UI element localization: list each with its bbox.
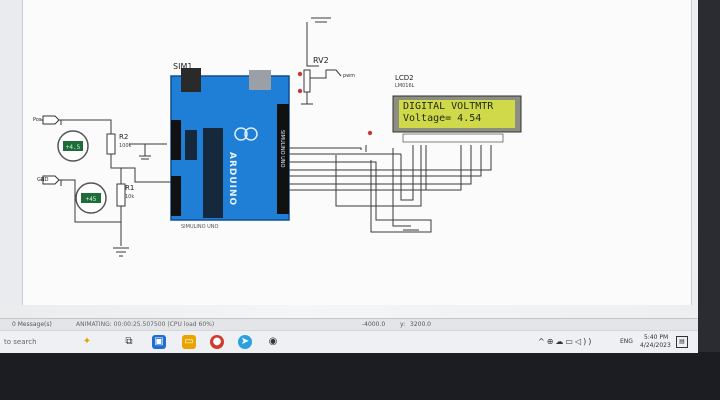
pin-dot: [297, 88, 303, 94]
voltmeter-1[interactable]: +4.5: [57, 130, 89, 162]
status-bar: 0 Message(s) ANIMATING: 00:00:25.507500 …: [0, 318, 698, 331]
schematic-canvas[interactable]: +4.5 +45: [22, 0, 692, 305]
camera-icon[interactable]: ◉: [268, 336, 278, 347]
notification-icon[interactable]: ▤: [676, 336, 688, 348]
ground-symbol-top: [311, 17, 331, 23]
resistor-r2-value: 100k: [119, 143, 132, 149]
language-indicator[interactable]: ENG: [620, 338, 633, 345]
pot-ref-label: RV2: [313, 56, 329, 65]
lcd-module[interactable]: [392, 95, 522, 143]
cursor-y: 3200.0: [410, 321, 431, 328]
task-view-icon[interactable]: ⧉: [125, 336, 133, 347]
lcd-line-1: DIGITAL VOLTMTR: [403, 101, 494, 112]
animation-status: ANIMATING: 00:00:25.507500 (CPU load 60%…: [76, 321, 215, 328]
taskbar: to search ✦ ⧉ ▣ ▭ ● ➤ ◉ ^⊕☁▭◁)) ENG 5:40…: [0, 330, 698, 353]
terminal-pos[interactable]: [42, 115, 60, 125]
cursor-x: -4000.0: [362, 321, 386, 328]
svg-text:+4.5: +4.5: [66, 144, 81, 151]
arduino-footer-label: SIMULINO UNO: [181, 224, 219, 230]
left-margin: [0, 0, 22, 305]
potentiometer-rv2[interactable]: [303, 69, 311, 93]
files-icon[interactable]: ▭: [182, 335, 196, 349]
arduino-ref-label: SIM1: [173, 62, 193, 71]
ground-symbol-bottom: [113, 206, 129, 257]
messages-count[interactable]: 0 Message(s): [12, 321, 52, 328]
lcd-line-2: Voltage= 4.54: [403, 113, 482, 124]
lcd-part-label: LM016L: [395, 83, 415, 89]
arduino-board[interactable]: [170, 68, 290, 221]
resistor-r2[interactable]: [106, 133, 116, 155]
terminal-pos-label: Pos: [33, 117, 42, 123]
clock-date[interactable]: 4/24/2023: [640, 342, 671, 349]
taskbar-search[interactable]: to search: [4, 338, 37, 346]
clock-time[interactable]: 5:40 PM: [644, 334, 669, 341]
lcd-ref-label: LCD2: [395, 74, 414, 82]
arduino-brand-label: ARDUINO: [227, 152, 237, 207]
pot-pwm-label: pwm: [343, 73, 356, 79]
svg-text:+45: +45: [86, 196, 97, 203]
monitor-bezel: [698, 0, 720, 352]
chrome-icon[interactable]: ●: [210, 335, 224, 349]
system-tray-icons[interactable]: ^⊕☁▭◁)): [538, 337, 594, 346]
screen: +4.5 +45: [0, 0, 720, 353]
resistor-r1[interactable]: [116, 183, 126, 207]
telegram-icon[interactable]: ➤: [238, 335, 252, 349]
resistor-r2-ref: R2: [119, 133, 129, 141]
arduino-model-label: SIMULINO UNO: [279, 130, 285, 168]
store-icon[interactable]: ▣: [152, 335, 166, 349]
pin-dot: [367, 130, 373, 136]
sparkle-icon[interactable]: ✦: [82, 336, 92, 347]
resistor-r1-ref: R1: [125, 184, 135, 192]
voltmeter-2[interactable]: +45: [75, 182, 107, 214]
resistor-r1-value: 10k: [125, 194, 135, 200]
pin-dot: [297, 71, 303, 77]
terminal-gnd-label: GND: [37, 177, 49, 183]
cursor-y-label: y:: [400, 321, 406, 328]
terminal-gnd[interactable]: [42, 175, 60, 185]
